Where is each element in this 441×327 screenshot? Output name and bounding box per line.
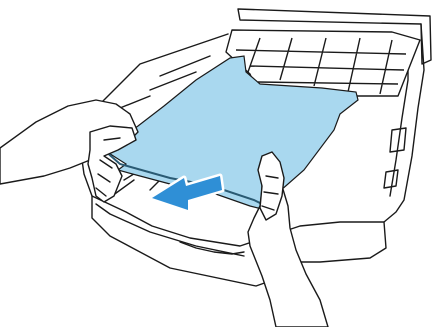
left-hand bbox=[0, 100, 138, 202]
tray-front-lip bbox=[96, 204, 244, 256]
tray-front-face bbox=[92, 196, 386, 286]
tray-side-slot-2 bbox=[384, 170, 398, 188]
